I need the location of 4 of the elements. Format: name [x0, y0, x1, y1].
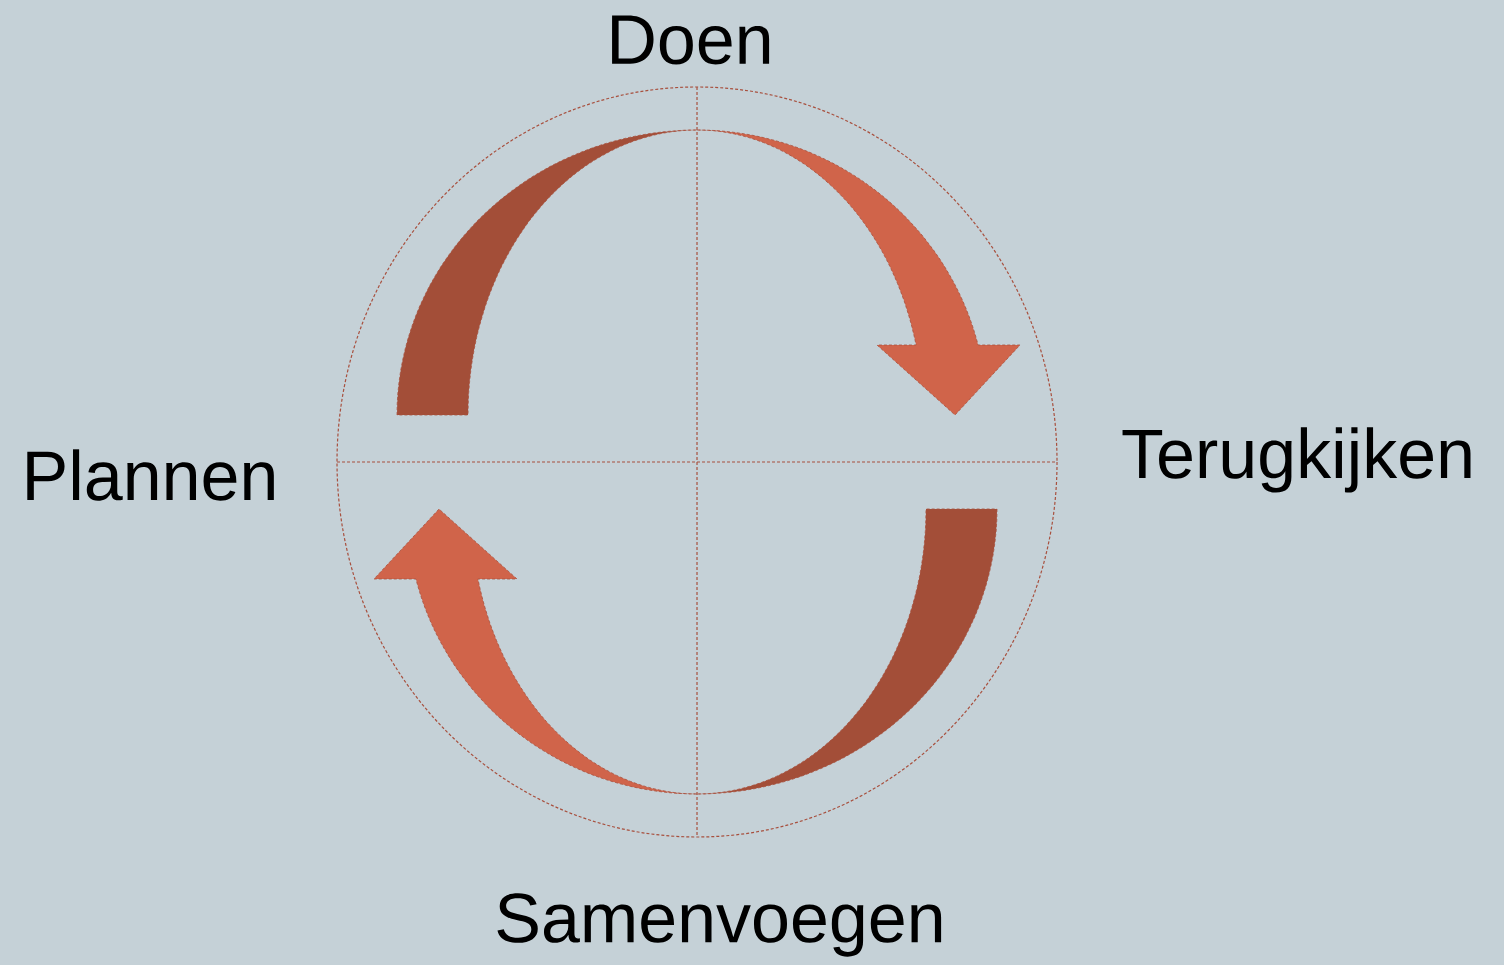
label: Doen — [612, 15, 770, 65]
label: Plannen — [27, 449, 274, 501]
label: Samenvoegen — [497, 893, 942, 957]
label: Terugkijken — [1122, 427, 1471, 493]
